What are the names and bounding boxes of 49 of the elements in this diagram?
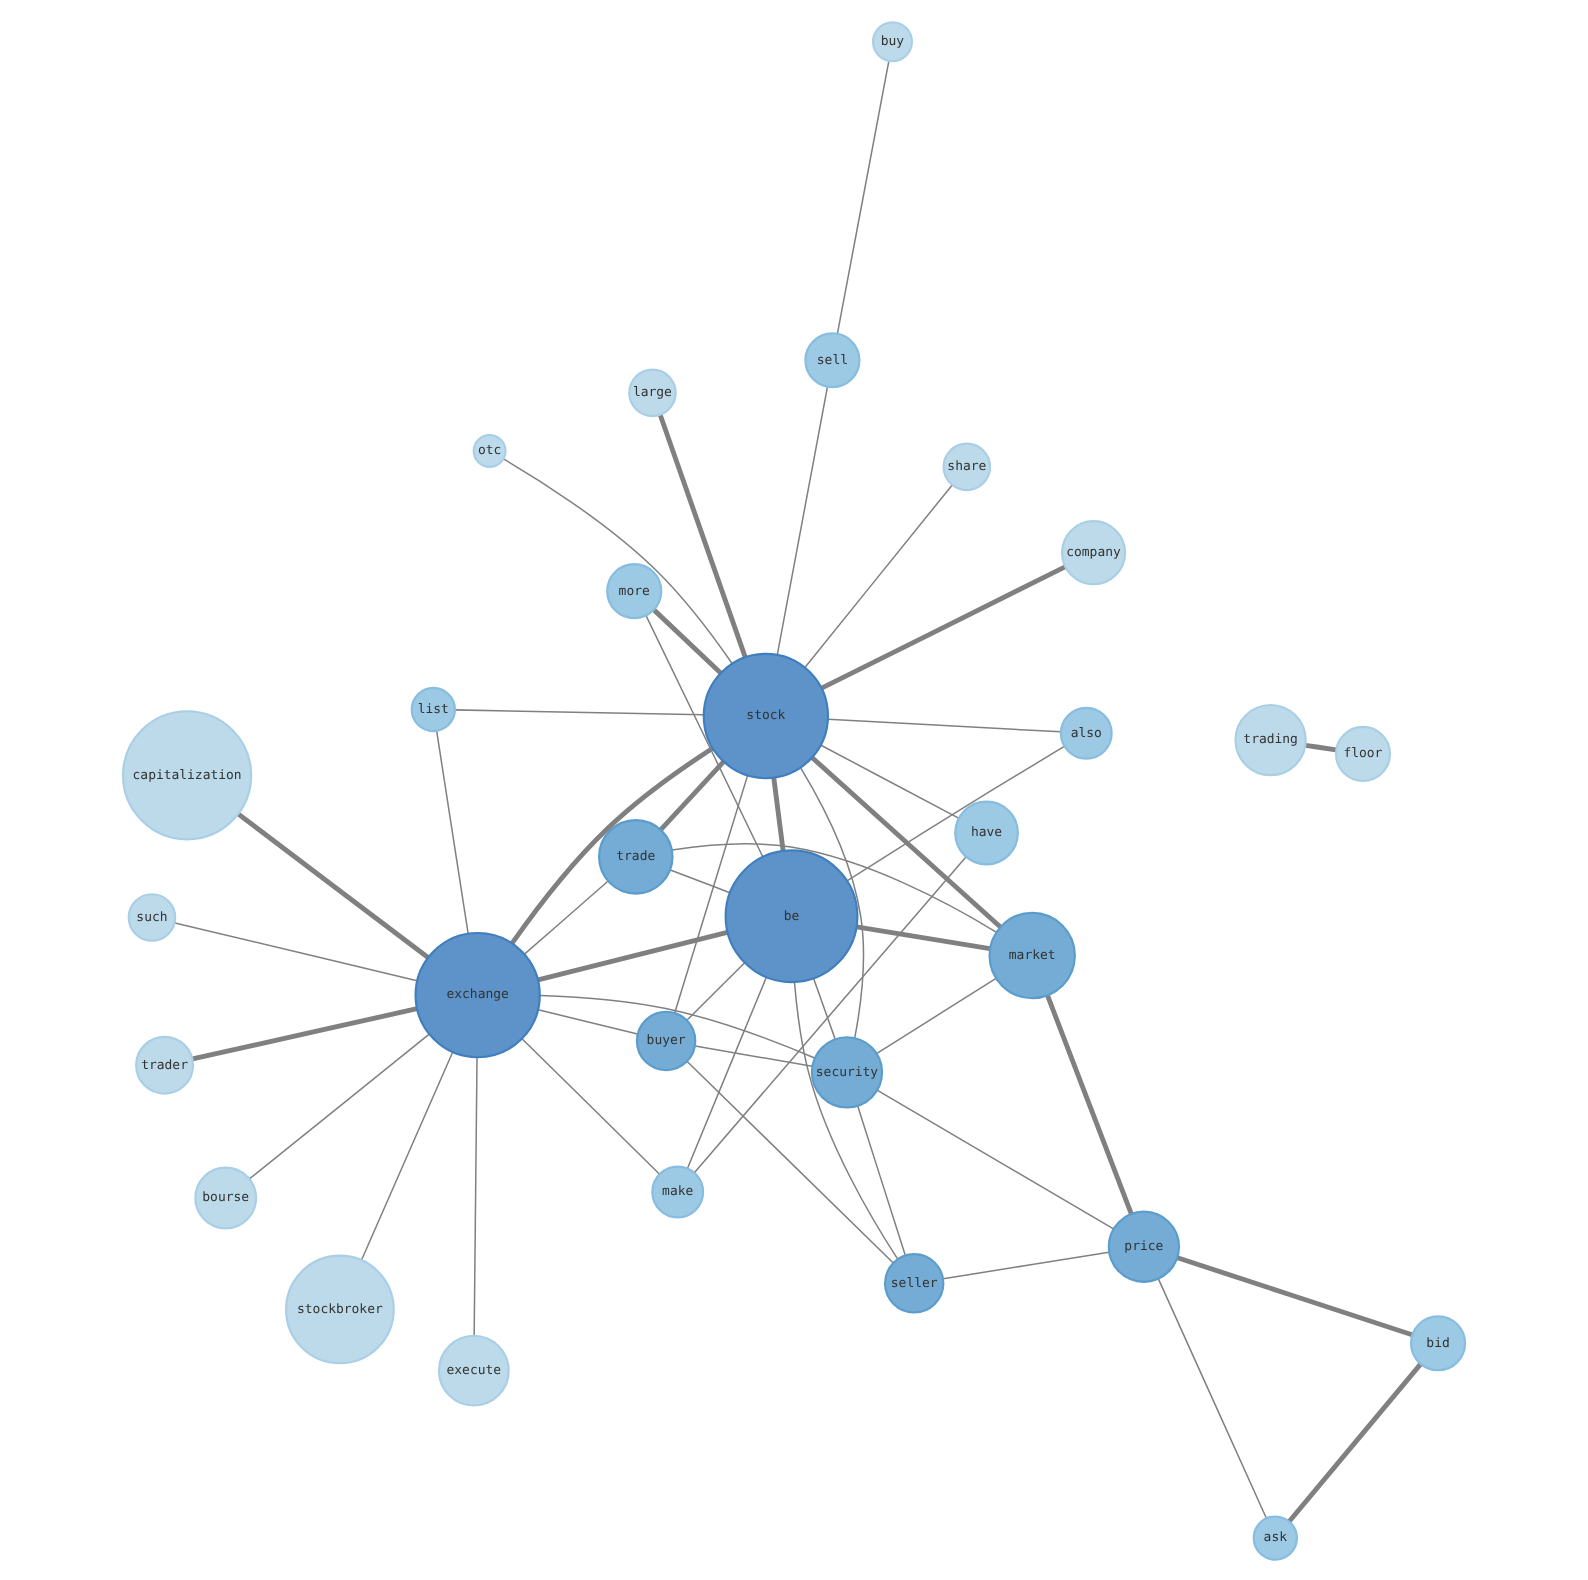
connector [810, 754, 1002, 928]
connector [523, 879, 609, 954]
connector [174, 921, 418, 981]
connector [1287, 1361, 1423, 1523]
connector [521, 1037, 661, 1174]
connector [876, 1088, 1115, 1229]
connector [645, 613, 764, 857]
connector [510, 745, 714, 944]
connector [454, 708, 705, 715]
connector [1176, 1254, 1413, 1336]
connector [776, 385, 829, 655]
connector [846, 744, 1065, 881]
connector [793, 980, 899, 1259]
connector [659, 758, 726, 831]
connector [694, 1044, 813, 1067]
connector [836, 59, 890, 334]
connector [673, 773, 749, 1013]
connector [804, 483, 953, 668]
connector [360, 1050, 454, 1260]
connector [1045, 993, 1134, 1214]
connector [473, 1055, 478, 1336]
connector [856, 923, 991, 951]
connector [657, 413, 748, 657]
connector [537, 1008, 639, 1034]
connector [812, 976, 836, 1039]
connector [1305, 741, 1337, 752]
connector [686, 1059, 894, 1263]
connector [686, 961, 746, 1021]
connector [435, 729, 469, 934]
connector [502, 457, 733, 664]
connector [537, 929, 728, 982]
connector [876, 976, 997, 1054]
connector [669, 868, 731, 893]
connector [799, 766, 865, 1038]
connector [820, 743, 960, 818]
connector [652, 607, 723, 674]
connector [248, 1032, 430, 1179]
connector [237, 811, 430, 959]
connector [693, 855, 967, 1173]
connector [686, 975, 768, 1169]
connector [820, 563, 1067, 690]
connector [539, 993, 816, 1058]
connector [771, 776, 786, 850]
connector [671, 842, 997, 932]
connector [856, 1104, 907, 1256]
connector [942, 1250, 1110, 1279]
connector [1157, 1277, 1268, 1518]
connector [192, 1005, 418, 1061]
connector [827, 717, 1062, 732]
